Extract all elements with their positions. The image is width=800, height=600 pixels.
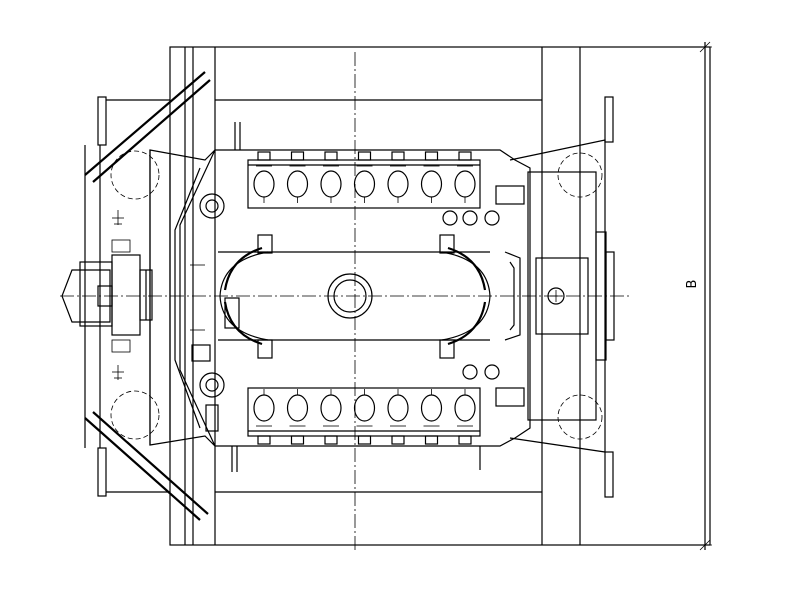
auxiliary-components <box>191 122 525 472</box>
dimension-label: B <box>685 280 700 289</box>
top-cylinder-2 <box>286 151 309 203</box>
bottom-cylinder-6 <box>420 389 443 445</box>
top-cylinder-3 <box>320 151 342 203</box>
bottom-cylinder-4 <box>353 389 376 445</box>
bottom-cylinder-5 <box>387 389 409 445</box>
top-cylinder-1 <box>253 151 275 203</box>
top-cylinder-5 <box>387 151 409 203</box>
centerlines <box>60 52 630 550</box>
cylinder-bank-bottom <box>247 387 481 445</box>
left-mounts <box>84 71 211 521</box>
dimension-b: B <box>580 41 712 551</box>
bottom-cylinder-2 <box>286 389 309 445</box>
top-cylinder-7 <box>454 151 476 203</box>
bottom-cylinder-1 <box>253 389 275 445</box>
top-cylinder-4 <box>353 151 376 203</box>
base-frame <box>169 46 711 546</box>
bottom-cylinder-3 <box>320 389 342 445</box>
central-crankcase <box>190 234 521 359</box>
bottom-cylinder-7 <box>454 389 476 445</box>
top-cylinder-6 <box>420 151 443 203</box>
pto-coupling <box>61 210 153 380</box>
cylinder-bank-top <box>247 151 481 209</box>
engine-block <box>149 96 615 498</box>
